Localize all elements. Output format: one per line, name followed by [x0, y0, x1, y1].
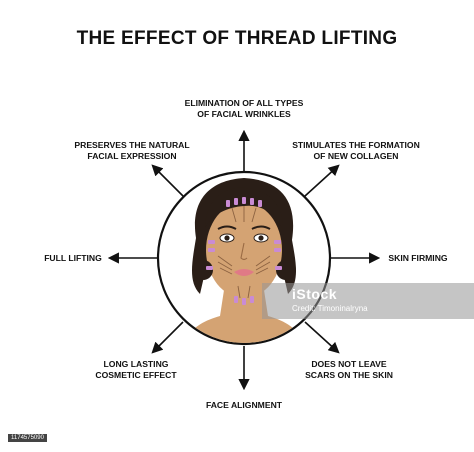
stock-id: 1174575090: [8, 434, 47, 442]
iris-left: [224, 235, 230, 241]
effect-label-bottom: FACE ALIGNMENT: [205, 400, 283, 410]
page-title: THE EFFECT OF THREAD LIFTING: [76, 28, 398, 49]
hair-curl-right: [276, 260, 296, 280]
watermark-logo: iStock: [292, 286, 338, 302]
effect-label-top-right: STIMULATES THE FORMATION OF NEW COLLAGEN: [292, 140, 420, 161]
hair-front: [205, 187, 284, 230]
watermark-band: [262, 283, 474, 319]
watermark-credit: Credit: Timoninalryna: [292, 304, 368, 313]
effect-label-bottom-left: LONG LASTING COSMETIC EFFECT: [95, 359, 177, 380]
lips: [234, 269, 254, 276]
thread-lines: [217, 206, 271, 299]
arrow-bottom-right: [304, 321, 340, 354]
iris-right: [258, 235, 264, 241]
effect-label-right: SKIN FIRMING: [388, 253, 448, 263]
effect-arrows: [107, 129, 381, 391]
face-illustration: [182, 178, 306, 343]
arrow-top-left: [151, 164, 184, 197]
thread-anchors: [206, 197, 282, 305]
arrow-top-right: [304, 164, 340, 197]
effect-label-bottom-right: DOES NOT LEAVE SCARS ON THE SKIN: [305, 359, 393, 380]
arrow-bottom-left: [151, 321, 184, 354]
hair-curl-left: [193, 260, 213, 280]
eyebrow-right: [251, 225, 271, 230]
effect-label-top-left: PRESERVES THE NATURAL FACIAL EXPRESSION: [74, 140, 190, 161]
eyebrow-left: [217, 225, 237, 230]
neck: [182, 290, 306, 343]
nose: [240, 242, 248, 261]
effect-label-left: FULL LIFTING: [44, 253, 102, 263]
effect-label-top: ELIMINATION OF ALL TYPES OF FACIAL WRINK…: [184, 98, 304, 119]
